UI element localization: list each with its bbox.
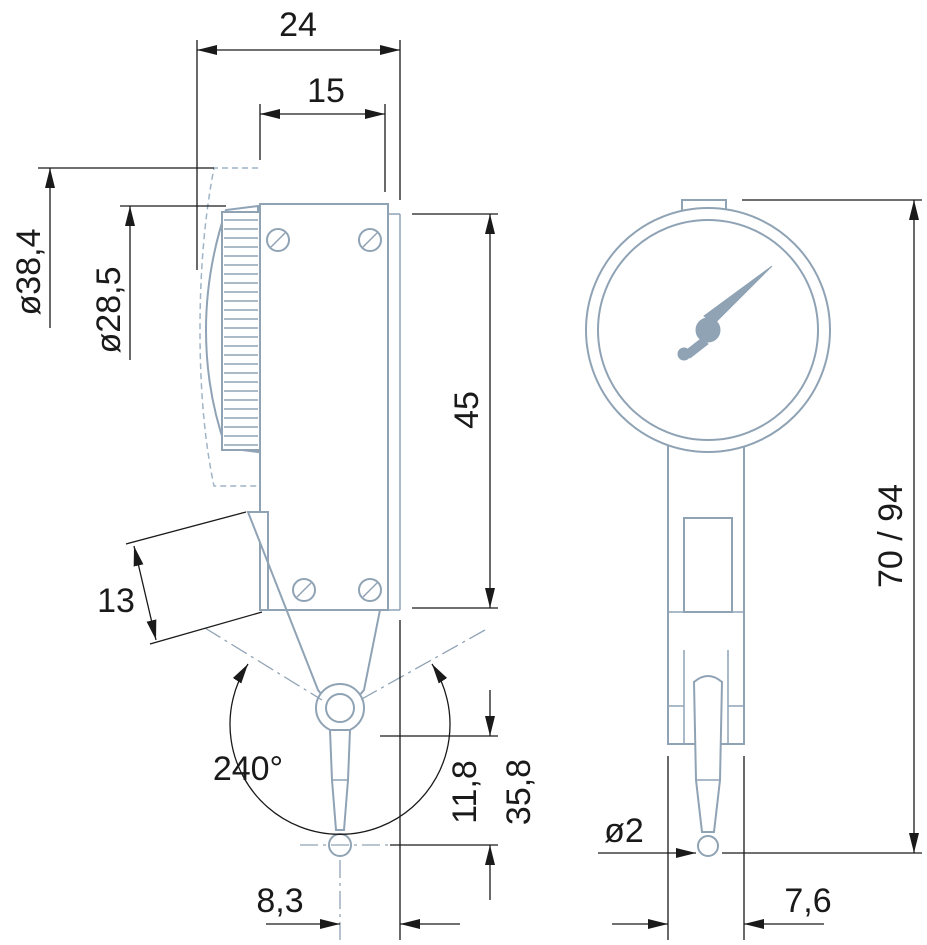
dim-swivel-angle: 240° <box>213 750 283 788</box>
dim-width-body: 15 <box>307 72 345 110</box>
screw <box>358 578 382 602</box>
dim-tip-short: 11,8 <box>446 760 484 824</box>
needle-tail-end <box>677 347 691 361</box>
screw <box>358 228 382 252</box>
pivot-inner <box>325 693 355 723</box>
dim-lever-offset: 13 <box>97 582 135 620</box>
front-view-dimensions: 70 / 94 ø2 7,6 <box>598 199 922 940</box>
needle-hub <box>695 317 721 343</box>
main-body <box>259 203 389 611</box>
knurl-lines <box>224 219 258 446</box>
dim-offset-right: 7,6 <box>784 882 831 920</box>
dim-width-total: 24 <box>279 6 317 44</box>
dim-dia-outer: ø38,4 <box>10 229 48 316</box>
stem-window <box>683 517 733 613</box>
front-view <box>585 199 831 857</box>
dim-height-total: 70 / 94 <box>872 484 910 588</box>
side-view-dimensions: 24 15 ø38,4 ø28,5 45 13 240° 11,8 35 <box>10 6 538 940</box>
dim-tip-long: 35,8 <box>500 759 538 825</box>
knurled-wheel <box>221 211 261 451</box>
screw <box>266 228 290 252</box>
dim-ball-dia: ø2 <box>604 812 644 850</box>
screw <box>292 578 316 602</box>
front-stylus <box>692 675 724 833</box>
front-contact-ball <box>697 835 719 857</box>
dim-offset-left: 8,3 <box>256 882 303 920</box>
dim-height-body: 45 <box>448 391 486 429</box>
angle-ray-right <box>359 629 486 701</box>
side-view <box>199 167 486 940</box>
dim-dia-knurl: ø28,5 <box>90 267 128 354</box>
